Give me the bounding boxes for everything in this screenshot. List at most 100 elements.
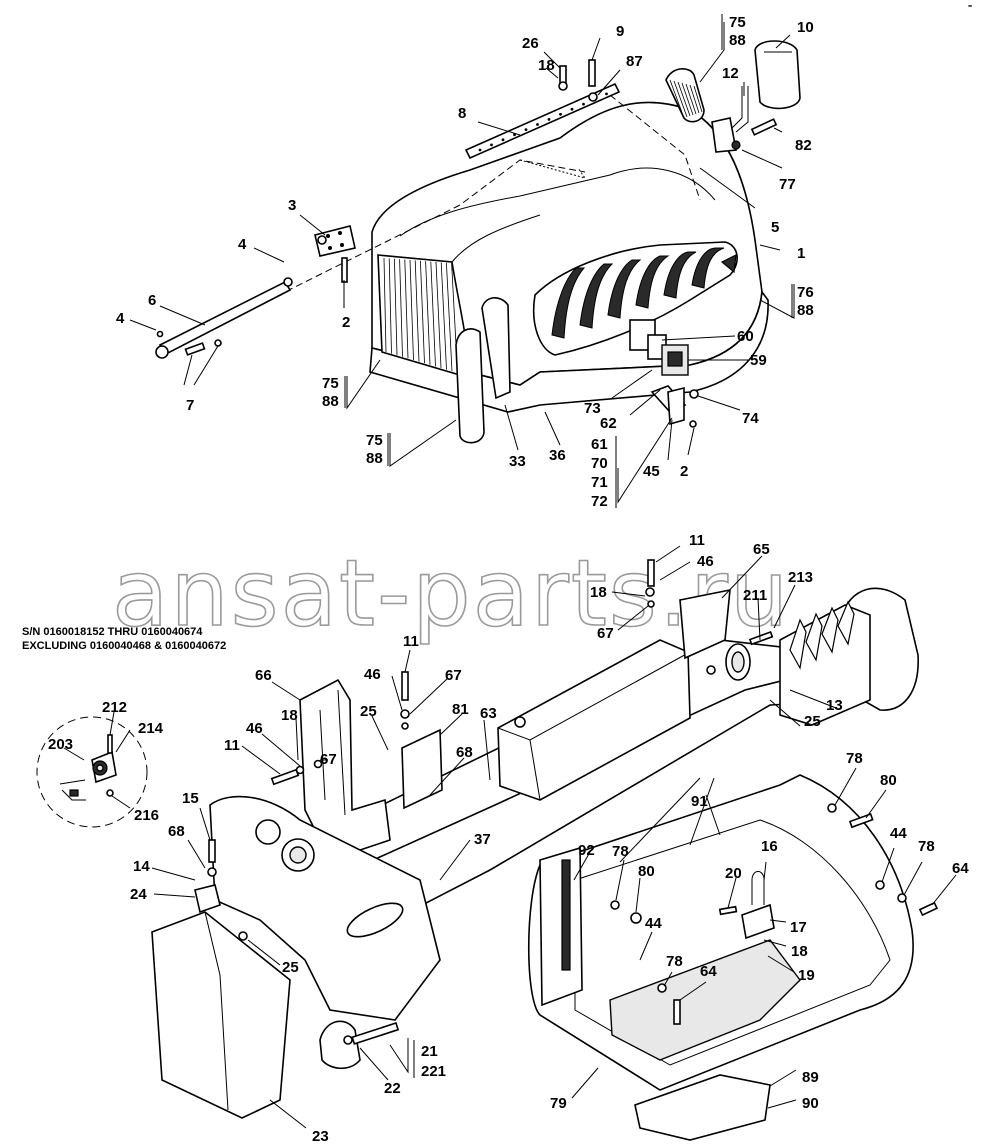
callout-15: 15	[182, 790, 199, 807]
pin-21	[351, 1022, 400, 1045]
callout-18c: 18	[281, 707, 298, 724]
watermark-text: ansat-parts.ru	[112, 540, 790, 647]
corner-post	[481, 297, 511, 400]
callout-75: 75	[729, 14, 746, 31]
callout-221: 221	[421, 1063, 446, 1080]
leader-lines	[63, 22, 957, 1129]
callout-79: 79	[550, 1095, 567, 1112]
callout-22: 22	[384, 1080, 401, 1097]
side-panel-92	[539, 846, 583, 1007]
callout-labels: 26 9 18 87 8 75 88 10 12 82 77 5 1 76 88…	[48, 14, 969, 1145]
sensor-detail	[36, 716, 148, 828]
callout-71: 71	[591, 474, 608, 491]
callout-44b: 44	[890, 825, 907, 842]
callout-13: 13	[826, 697, 843, 714]
callout-82: 82	[795, 137, 812, 154]
top-bolts	[558, 59, 598, 102]
callout-21: 21	[421, 1043, 438, 1060]
callout-91: 91	[691, 793, 708, 810]
block-24	[194, 884, 221, 914]
callout-61: 61	[591, 436, 608, 453]
callout-59: 59	[750, 352, 767, 369]
pad-stripes	[669, 79, 703, 119]
floor-mat	[609, 939, 801, 1061]
callout-73: 73	[584, 400, 601, 417]
callout-5: 5	[771, 219, 779, 236]
group-brackets	[344, 14, 793, 1078]
callout-72: 72	[591, 493, 608, 510]
serial-note-line1: S/N 0160018152 THRU 0160040674	[22, 626, 203, 638]
callout-45: 45	[643, 463, 660, 480]
callout-78d: 78	[666, 953, 683, 970]
callout-67: 67	[597, 625, 614, 642]
serial-note: S/N 0160018152 THRU 0160040674 EXCLUDING…	[22, 626, 226, 652]
callout-80: 80	[880, 772, 897, 789]
front-side-pad	[455, 328, 485, 444]
callout-88: 88	[729, 32, 746, 49]
floor-mount	[634, 1074, 771, 1141]
callout-75c: 75	[366, 432, 383, 449]
callout-211: 211	[743, 587, 767, 604]
gas-strut-assembly	[155, 225, 356, 359]
callout-60: 60	[737, 328, 754, 345]
callout-18d: 18	[791, 943, 808, 960]
callout-46: 46	[697, 553, 714, 570]
callout-78b: 78	[612, 843, 629, 860]
callout-11: 11	[689, 532, 705, 549]
plate-81	[401, 728, 443, 810]
callout-87: 87	[626, 53, 643, 70]
callout-16: 16	[761, 838, 778, 855]
callout-24: 24	[130, 886, 147, 903]
callout-68: 68	[456, 744, 473, 761]
callout-4b: 4	[116, 310, 125, 327]
bracket-17	[741, 903, 775, 940]
callout-8: 8	[458, 105, 466, 122]
callout-68b: 68	[168, 823, 185, 840]
callout-75b: 75	[322, 375, 339, 392]
callout-3: 3	[288, 197, 296, 214]
callout-9: 9	[616, 23, 624, 40]
callout-64: 64	[952, 860, 969, 877]
callout-212: 212	[102, 699, 127, 716]
callout-213: 213	[788, 569, 813, 586]
callout-11c: 11	[224, 737, 240, 754]
callout-81: 81	[452, 701, 469, 718]
callout-62: 62	[600, 415, 617, 432]
callout-76: 76	[797, 284, 814, 301]
latch-switch-assembly	[629, 319, 699, 428]
callout-33: 33	[509, 453, 526, 470]
callout-25: 25	[360, 703, 377, 720]
callout-80b: 80	[638, 863, 655, 880]
callout-88c: 88	[322, 393, 339, 410]
callout-25c: 25	[282, 959, 299, 976]
callout-214: 214	[138, 720, 164, 737]
serial-note-line2: EXCLUDING 0160040468 & 0160040672	[22, 640, 226, 652]
callout-70: 70	[591, 455, 608, 472]
callout-12: 12	[722, 65, 739, 82]
callout-18b: 18	[590, 584, 607, 601]
callout-26: 26	[522, 35, 539, 52]
callout-25b: 25	[804, 713, 821, 730]
hood-assembly	[167, 94, 769, 444]
callout-14: 14	[133, 858, 150, 875]
callout-77: 77	[779, 176, 796, 193]
callout-19: 19	[798, 967, 815, 984]
chassis-assembly	[151, 559, 939, 1141]
callout-78: 78	[846, 750, 863, 767]
loader-arm	[209, 795, 441, 1021]
callout-64b: 64	[700, 963, 717, 980]
callout-90: 90	[802, 1095, 819, 1112]
callout-10: 10	[797, 19, 814, 36]
callout-74: 74	[742, 410, 759, 427]
callout-4: 4	[238, 236, 247, 253]
mirror-assembly	[711, 40, 801, 153]
callout-92: 92	[578, 842, 595, 859]
callout-20: 20	[725, 865, 742, 882]
cover-23	[151, 911, 291, 1119]
hood-arrow-decal	[720, 253, 737, 274]
callout-36: 36	[549, 447, 566, 464]
corner-mark: ⁼	[968, 3, 972, 12]
side-panel-65	[679, 589, 731, 660]
callout-46b: 46	[364, 666, 381, 683]
